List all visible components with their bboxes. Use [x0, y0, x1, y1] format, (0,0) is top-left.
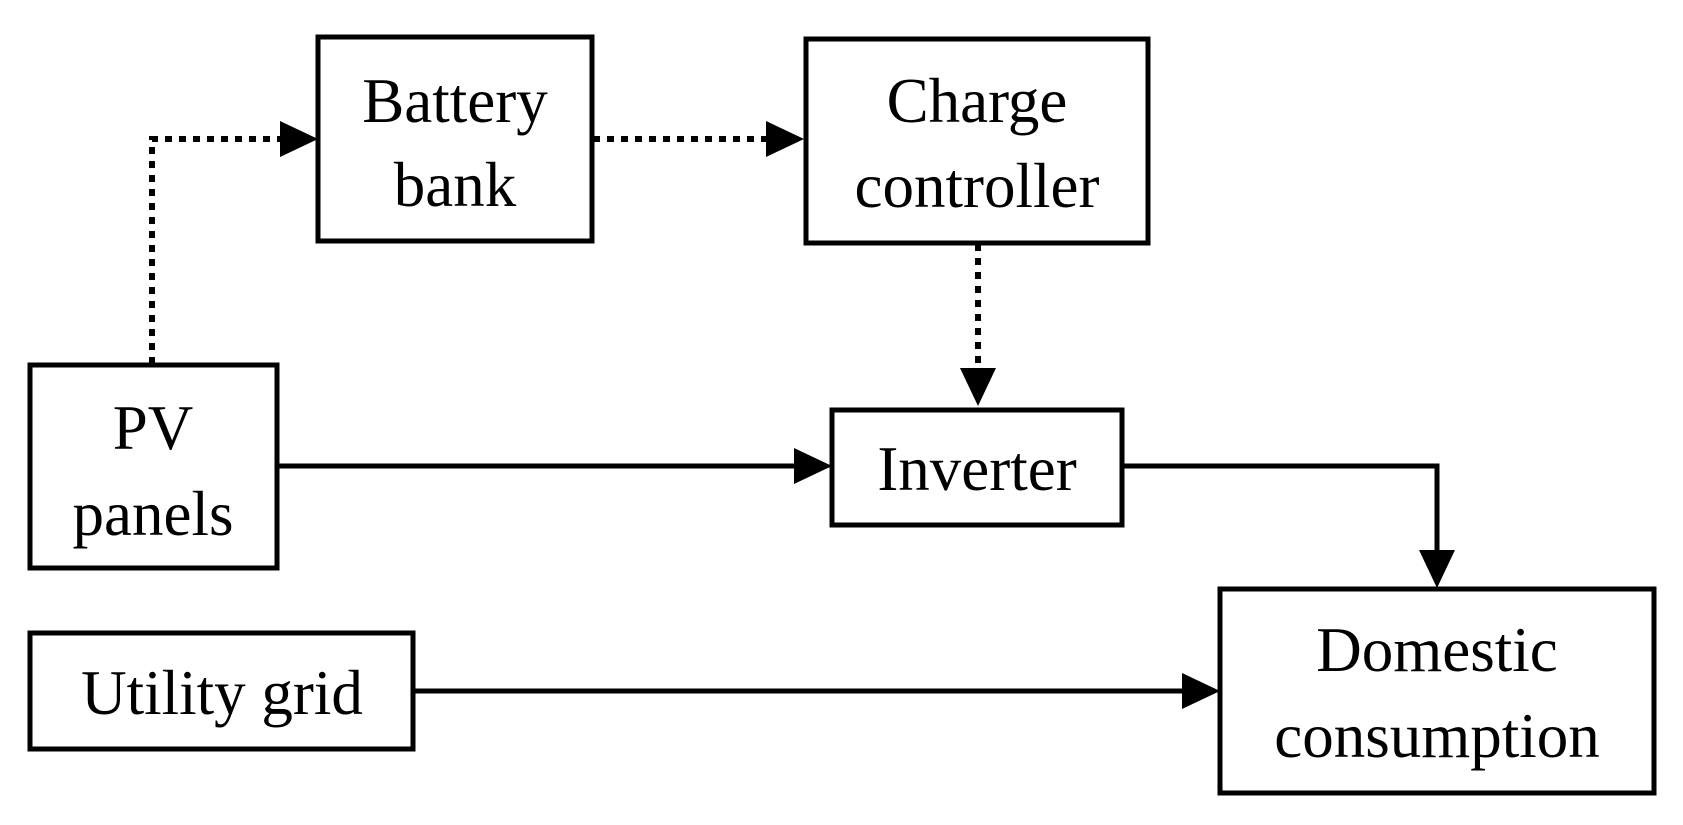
node-pv-panels-label-line2: panels [73, 479, 234, 549]
node-inverter: Inverter [829, 407, 1125, 528]
node-utility-grid: Utility grid [27, 630, 416, 752]
edge-controller-to-inverter [960, 244, 996, 406]
node-utility-grid-label: Utility grid [81, 658, 363, 728]
node-battery-bank: Battery bank [315, 34, 595, 244]
node-charge-controller: Charge controller [803, 36, 1151, 246]
node-domestic-consumption-label-line1: Domestic [1316, 615, 1557, 685]
arrowhead-icon [280, 121, 318, 157]
arrowhead-icon [766, 121, 804, 157]
edge-inverter-to-consumption [1122, 463, 1455, 588]
edge-grid-to-consumption [414, 673, 1220, 709]
edge-battery-to-controller [593, 121, 804, 157]
node-inverter-label: Inverter [877, 434, 1076, 504]
node-charge-controller-label-line1: Charge [887, 66, 1068, 136]
edge-pv-to-battery [149, 121, 318, 364]
arrowhead-icon [960, 368, 996, 406]
node-domestic-consumption: Domestic consumption [1217, 586, 1657, 796]
arrowhead-icon [1182, 673, 1220, 709]
node-pv-panels-label-line1: PV [113, 393, 194, 463]
edge-pv-to-inverter [278, 448, 832, 484]
arrowhead-icon [1419, 550, 1455, 588]
node-charge-controller-label-line2: controller [855, 151, 1100, 221]
node-battery-bank-label-line2: bank [394, 150, 517, 220]
node-battery-bank-label-line1: Battery [362, 66, 548, 136]
arrowhead-icon [794, 448, 832, 484]
node-pv-panels: PV panels [27, 362, 280, 571]
node-domestic-consumption-label-line2: consumption [1274, 701, 1600, 771]
